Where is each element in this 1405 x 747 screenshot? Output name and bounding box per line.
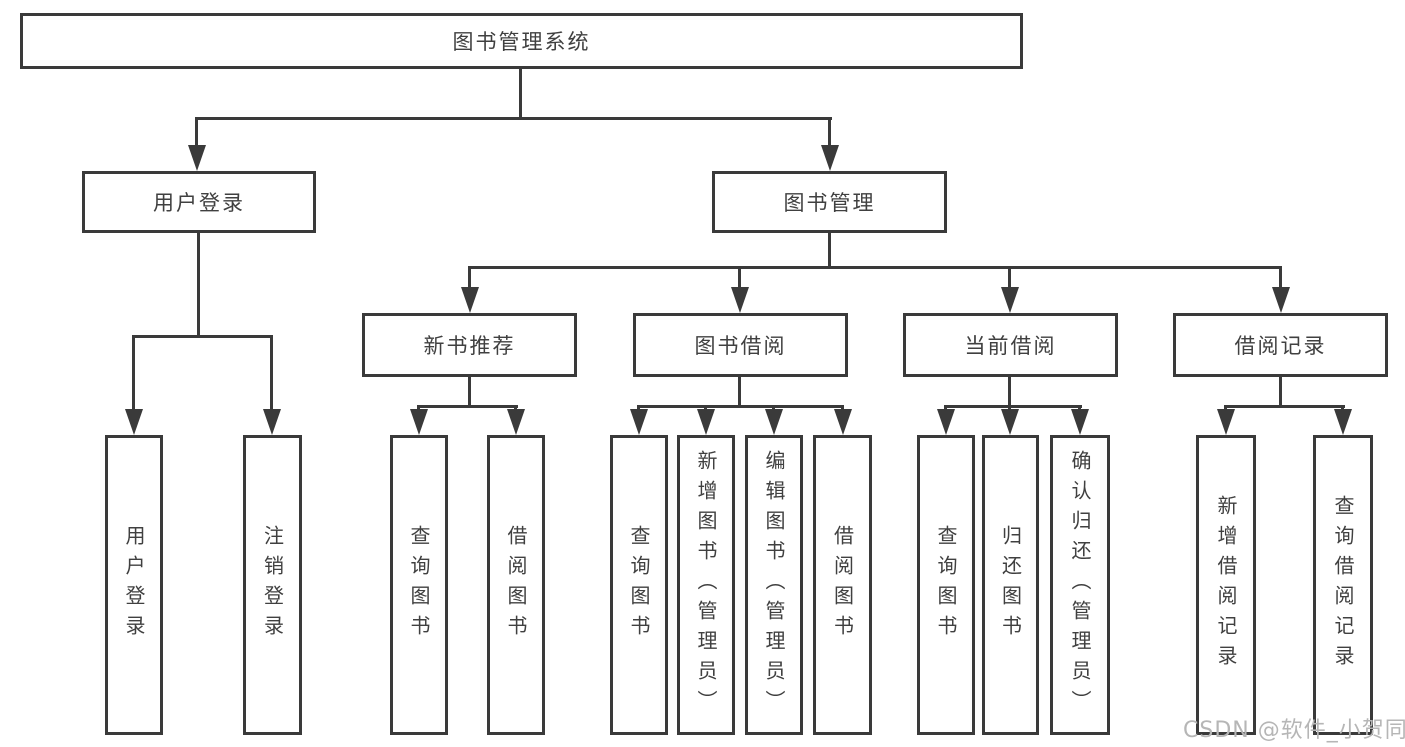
arrowhead-leaf bbox=[507, 409, 525, 435]
connector-level3-drop bbox=[1008, 266, 1011, 290]
connector-leaf-drop bbox=[270, 335, 273, 413]
node-book-management: 图书管理 bbox=[712, 171, 947, 233]
leaf-add-borrow-record: 新增借阅记录 bbox=[1196, 435, 1256, 735]
leaf-add-books-admin: 新增图书（管理员） bbox=[677, 435, 735, 735]
connector-group-stem bbox=[1279, 377, 1282, 407]
connector-level3-drop bbox=[468, 266, 471, 290]
connector-leaf-drop bbox=[132, 335, 135, 413]
arrowhead-current-borrowing bbox=[1001, 287, 1019, 313]
leaf-query-books-current: 查询图书 bbox=[917, 435, 975, 735]
connector-group-bus bbox=[1224, 405, 1345, 408]
leaf-label: 查询图书 bbox=[934, 525, 958, 645]
arrowhead-leaf bbox=[263, 409, 281, 435]
csdn-watermark: CSDN @软件_小贺同学 bbox=[1183, 718, 1405, 743]
leaf-return-books: 归还图书 bbox=[982, 435, 1039, 735]
node-label: 用户登录 bbox=[153, 191, 245, 215]
connector-root-stem bbox=[519, 69, 522, 119]
arrowhead-book-management bbox=[821, 145, 839, 171]
connector-level3-drop bbox=[1279, 266, 1282, 290]
node-label: 图书借阅 bbox=[694, 334, 787, 358]
arrowhead-user-login bbox=[188, 145, 206, 171]
arrowhead-leaf bbox=[937, 409, 955, 435]
connector-level3-bus bbox=[468, 266, 1282, 269]
node-label: 借阅记录 bbox=[1234, 334, 1327, 358]
arrowhead-leaf bbox=[765, 409, 783, 435]
node-new-book-recommend: 新书推荐 bbox=[362, 313, 577, 377]
connector-user-login-stem bbox=[197, 233, 200, 337]
arrowhead-leaf bbox=[125, 409, 143, 435]
leaf-confirm-return-admin: 确认归还（管理员） bbox=[1050, 435, 1110, 735]
leaf-borrow-books: 借阅图书 bbox=[813, 435, 872, 735]
leaf-label: 用户登录 bbox=[122, 525, 146, 645]
node-user-login: 用户登录 bbox=[82, 171, 316, 233]
leaf-query-books-borrowing: 查询图书 bbox=[610, 435, 668, 735]
connector-group-stem bbox=[738, 377, 741, 407]
leaf-query-books-recommend: 查询图书 bbox=[390, 435, 448, 735]
node-book-borrowing: 图书借阅 bbox=[633, 313, 848, 377]
leaf-label: 新增借阅记录 bbox=[1214, 495, 1238, 675]
connector-book-management-stem bbox=[828, 233, 831, 268]
arrowhead-book-borrowing bbox=[731, 287, 749, 313]
arrowhead-leaf bbox=[1001, 409, 1019, 435]
node-label: 新书推荐 bbox=[423, 334, 516, 358]
connector-level2-bus bbox=[196, 117, 832, 120]
arrowhead-leaf bbox=[410, 409, 428, 435]
arrowhead-leaf bbox=[697, 409, 715, 435]
connector-user-login-bus bbox=[132, 335, 273, 338]
leaf-query-borrow-record: 查询借阅记录 bbox=[1313, 435, 1373, 735]
arrowhead-new-book-recommend bbox=[461, 287, 479, 313]
leaf-borrow-books-recommend: 借阅图书 bbox=[487, 435, 545, 735]
arrowhead-leaf bbox=[1334, 409, 1352, 435]
connector-book-management-drop bbox=[828, 117, 831, 149]
arrowhead-borrowing-records bbox=[1272, 287, 1290, 313]
leaf-label: 新增图书（管理员） bbox=[694, 450, 718, 720]
arrowhead-leaf bbox=[630, 409, 648, 435]
connector-group-bus bbox=[417, 405, 518, 408]
leaf-edit-books-admin: 编辑图书（管理员） bbox=[745, 435, 803, 735]
connector-group-bus bbox=[637, 405, 844, 408]
node-label: 图书管理系统 bbox=[452, 30, 591, 54]
leaf-label: 归还图书 bbox=[998, 525, 1023, 645]
node-label: 图书管理 bbox=[783, 191, 876, 215]
leaf-user-login: 用户登录 bbox=[105, 435, 163, 735]
node-label: 当前借阅 bbox=[964, 334, 1057, 358]
node-borrowing-records: 借阅记录 bbox=[1173, 313, 1388, 377]
connector-group-bus bbox=[944, 405, 1082, 408]
leaf-label: 查询借阅记录 bbox=[1331, 495, 1355, 675]
arrowhead-leaf bbox=[834, 409, 852, 435]
arrowhead-leaf bbox=[1071, 409, 1089, 435]
leaf-label: 编辑图书（管理员） bbox=[762, 450, 786, 720]
leaf-label: 借阅图书 bbox=[504, 525, 528, 645]
leaf-label: 注销登录 bbox=[260, 525, 285, 645]
connector-user-login-drop bbox=[195, 117, 198, 149]
connector-group-stem bbox=[1008, 377, 1011, 407]
leaf-label: 借阅图书 bbox=[830, 525, 855, 645]
connector-group-stem bbox=[468, 377, 471, 407]
node-library-management-system: 图书管理系统 bbox=[20, 13, 1023, 69]
leaf-label: 查询图书 bbox=[407, 525, 431, 645]
leaf-label: 确认归还（管理员） bbox=[1068, 450, 1092, 720]
leaf-label: 查询图书 bbox=[627, 525, 651, 645]
connector-level3-drop bbox=[738, 266, 741, 290]
node-current-borrowing: 当前借阅 bbox=[903, 313, 1118, 377]
leaf-logout: 注销登录 bbox=[243, 435, 302, 735]
arrowhead-leaf bbox=[1217, 409, 1235, 435]
